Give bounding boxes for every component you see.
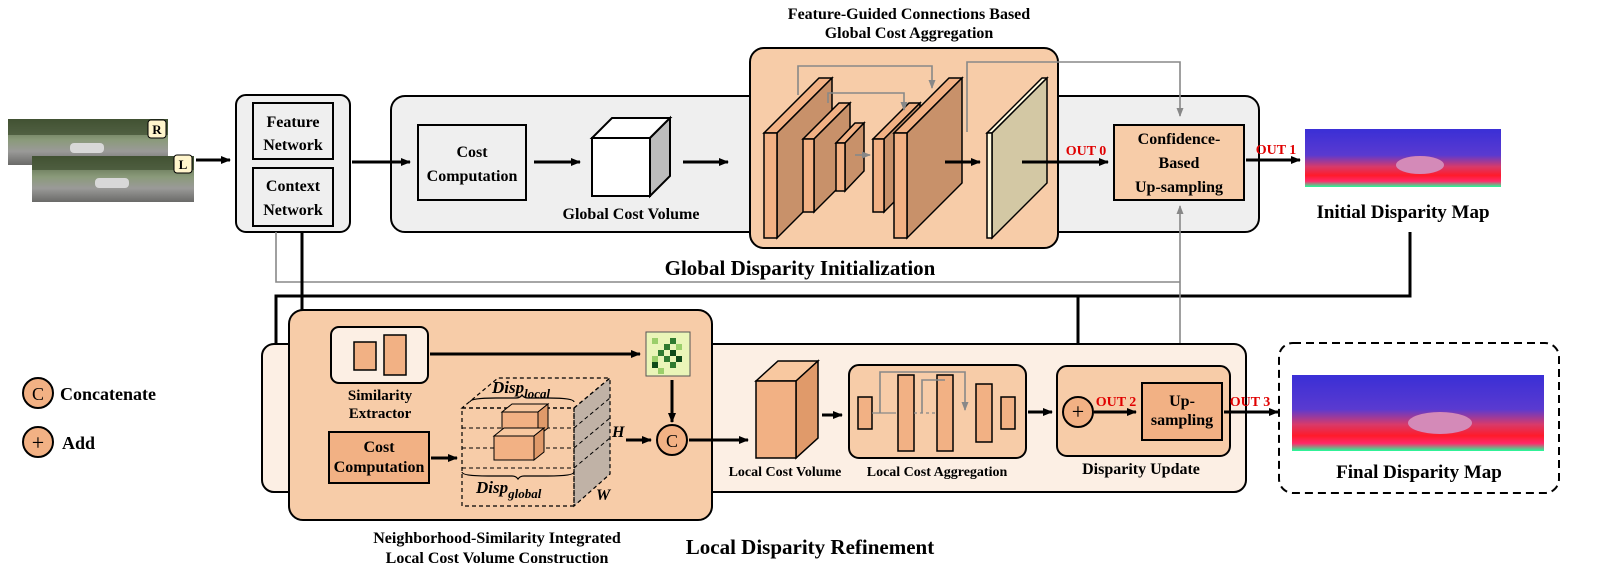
out0-label: OUT 0 <box>1066 144 1107 159</box>
final-disparity-map-label: Final Disparity Map <box>1336 462 1502 483</box>
global-cost-computation-box <box>417 124 527 201</box>
context-network-label-2: Network <box>263 202 323 219</box>
local-cost-computation-label-2: Computation <box>334 459 425 476</box>
local-upsampling-box <box>1141 382 1223 441</box>
global-aggregation-title-line2: Global Cost Aggregation <box>825 25 994 42</box>
global-cost-computation-label-1: Cost <box>456 144 488 161</box>
concatenate-node <box>656 424 688 456</box>
out1-label: OUT 1 <box>1256 143 1297 158</box>
local-cost-computation-box <box>328 431 430 484</box>
add-node <box>1062 396 1094 428</box>
local-upsampling-label-2: sampling <box>1151 412 1213 429</box>
legend-concat-label: Concatenate <box>60 384 156 404</box>
legend-add-label: Add <box>62 433 95 453</box>
neighborhood-title-line1: Neighborhood-Similarity Integrated <box>373 530 621 547</box>
add-node-symbol: + <box>1072 399 1084 424</box>
feature-network-label-1: Feature <box>266 114 319 131</box>
input-image-left: L <box>32 154 194 202</box>
initial-disparity-map-label: Initial Disparity Map <box>1316 202 1489 223</box>
axis-h-label: H <box>611 424 625 441</box>
global-aggregation-title-line1: Feature-Guided Connections Based <box>788 6 1030 23</box>
local-cost-volume-label: Local Cost Volume <box>729 465 842 480</box>
neighborhood-title-line2: Local Cost Volume Construction <box>386 550 609 567</box>
confidence-upsampling-label-3: Up-sampling <box>1135 179 1223 196</box>
similarity-extractor-label-2: Extractor <box>349 406 412 422</box>
global-cost-volume-cube <box>589 115 673 199</box>
disp-global-label: Dispglobal <box>475 478 542 501</box>
local-cost-aggregation-label: Local Cost Aggregation <box>867 465 1008 480</box>
legend-add-symbol: + <box>32 430 44 455</box>
global-hourglass-blocks <box>762 76 1049 240</box>
context-network-label-1: Context <box>266 178 321 195</box>
local-upsampling-label-1: Up- <box>1169 393 1195 410</box>
local-cost-volume-construction-cube <box>460 376 612 508</box>
legend-concat-icon <box>22 377 54 409</box>
feature-network-label-2: Network <box>263 137 323 154</box>
local-cost-volume-block <box>754 359 820 460</box>
legend: C Concatenate + Add <box>22 377 156 458</box>
disparity-update-label: Disparity Update <box>1082 461 1200 478</box>
concatenate-node-symbol: C <box>666 431 678 451</box>
confidence-upsampling-label-1: Confidence- <box>1138 131 1221 148</box>
badge-l: L <box>179 157 188 172</box>
similarity-extractor-box <box>330 326 429 384</box>
legend-concat-symbol: C <box>32 384 44 404</box>
initial-disparity-map-image <box>1305 129 1501 187</box>
legend-add-icon <box>22 426 54 458</box>
global-cost-volume-label: Global Cost Volume <box>563 206 700 223</box>
local-cost-computation-label-1: Cost <box>363 439 395 456</box>
feature-network-box <box>252 102 334 160</box>
disp-local-label: Displocal <box>491 378 551 401</box>
badge-r: R <box>152 122 162 137</box>
out2-label: OUT 2 <box>1096 395 1137 410</box>
axis-w-label: W <box>596 487 612 504</box>
confidence-upsampling-label-2: Based <box>1159 155 1200 172</box>
out3-label: OUT 3 <box>1230 395 1271 410</box>
similarity-grid <box>645 331 691 377</box>
context-network-box <box>252 167 334 227</box>
global-section-label: Global Disparity Initialization <box>665 256 936 280</box>
similarity-extractor-label-1: Similarity <box>348 388 413 404</box>
confidence-upsampling-box <box>1113 124 1245 201</box>
local-section-label: Local Disparity Refinement <box>686 535 934 559</box>
global-cost-computation-label-2: Computation <box>427 168 518 185</box>
final-disparity-map-image <box>1292 375 1544 451</box>
